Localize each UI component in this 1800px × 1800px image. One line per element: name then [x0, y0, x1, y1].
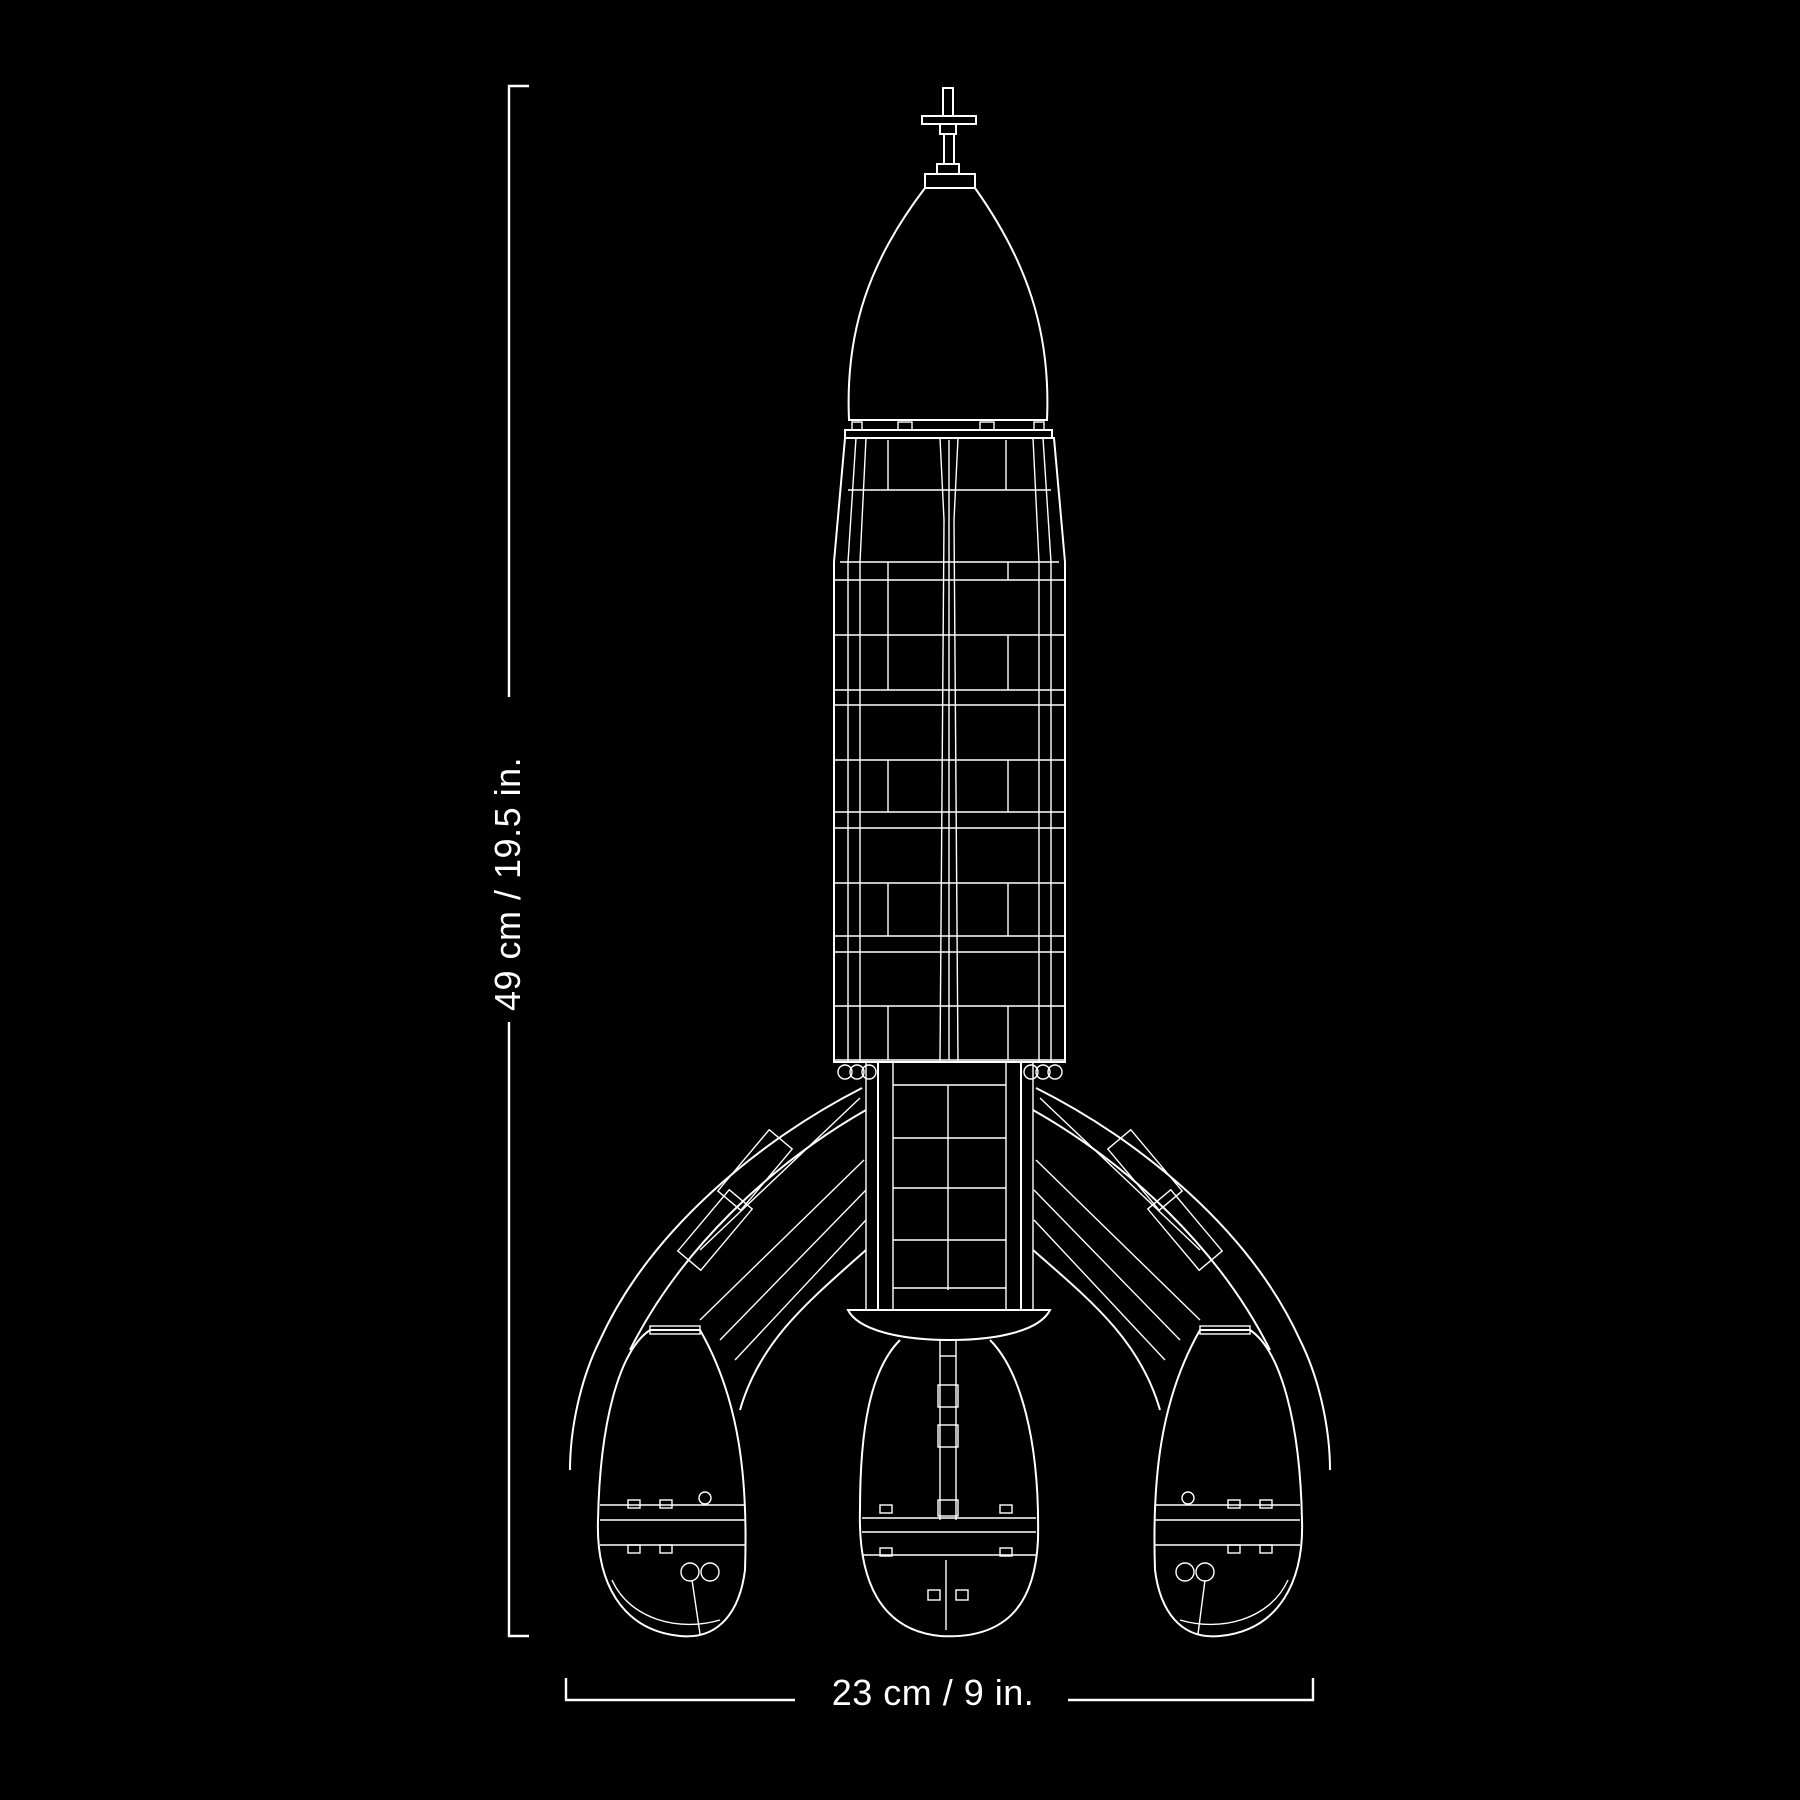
rocket-right-pod — [1153, 1325, 1304, 1638]
rocket-antenna — [921, 87, 977, 189]
rocket-lower-core — [846, 1061, 1052, 1342]
rocket-nose-cone — [844, 187, 1053, 439]
rocket-connector-ring — [837, 1064, 1063, 1080]
rocket-center-pod — [858, 1339, 1040, 1638]
rocket-left-pod — [596, 1325, 747, 1638]
width-dimension-bracket — [564, 1678, 1315, 1702]
width-dimension-label: 23 cm / 9 in. — [831, 1672, 1035, 1713]
height-dimension-bracket — [507, 84, 529, 1638]
rocket-left-fin — [569, 1087, 867, 1471]
rocket-main-body — [833, 437, 1066, 1063]
height-dimension-label: 49 cm / 19.5 in. — [487, 756, 528, 1011]
rocket-right-fin — [1032, 1087, 1331, 1471]
